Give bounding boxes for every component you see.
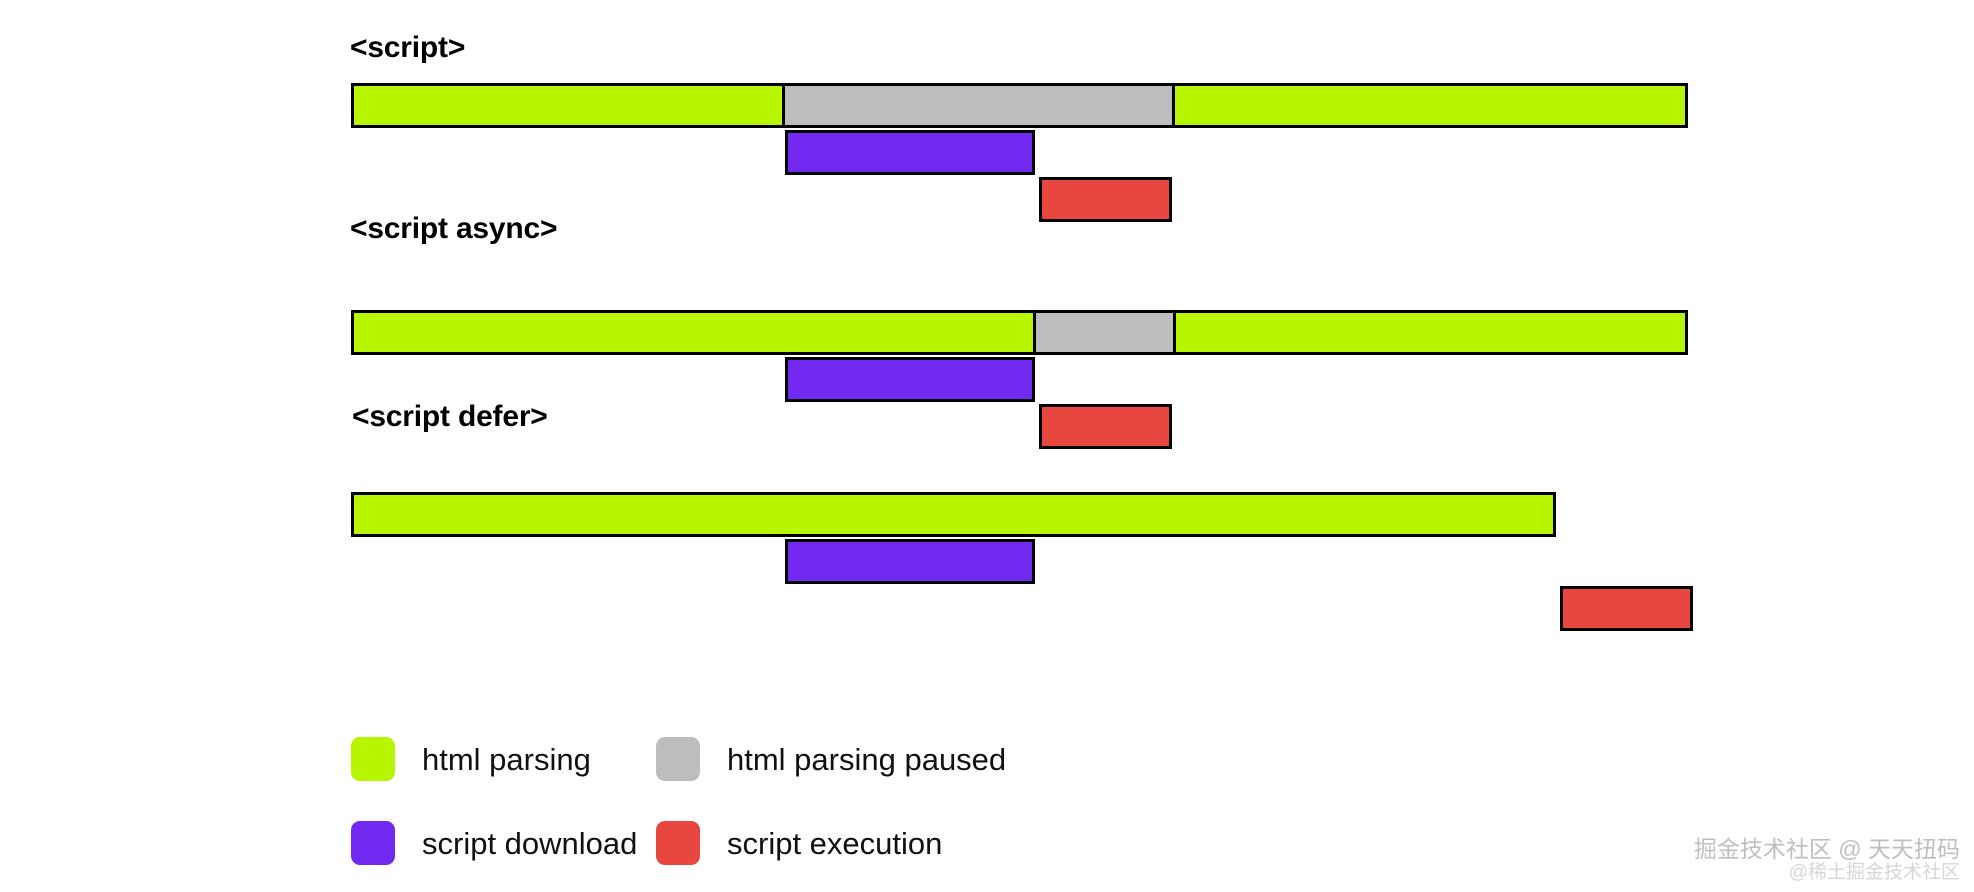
- legend-item-script-download: script download: [351, 821, 637, 865]
- legend-swatch-html-parsing-paused-icon: [656, 737, 700, 781]
- row-label-script-async: <script async>: [350, 212, 558, 245]
- legend-swatch-script-execution-icon: [656, 821, 700, 865]
- bar-script-download-script: [785, 130, 1035, 175]
- legend-item-html-parsing: html parsing: [351, 737, 591, 781]
- segment-html-parsing: [351, 83, 782, 128]
- bar-script-download-script-async: [785, 357, 1035, 402]
- legend-item-script-execution: script execution: [656, 821, 942, 865]
- legend-label-script-download: script download: [422, 825, 638, 861]
- row-label-script: <script>: [350, 31, 466, 64]
- segment-html-parsing: [351, 310, 1033, 355]
- legend-label-html-parsing-paused: html parsing paused: [727, 741, 1007, 777]
- legend-item-html-parsing-paused: html parsing paused: [656, 737, 1006, 781]
- segment-html-parsing-paused: [782, 83, 1172, 128]
- row-label-script-defer: <script defer>: [352, 400, 548, 433]
- watermark-line-secondary: @稀土掘金技术社区: [1788, 862, 1960, 884]
- legend-label-html-parsing: html parsing: [422, 741, 591, 777]
- segment-html-parsing-paused: [1033, 310, 1173, 355]
- legend-swatch-html-parsing-icon: [351, 737, 395, 781]
- legend-label-script-execution: script execution: [727, 825, 943, 861]
- watermark: 掘金技术社区 @ 天天扭码 @稀土掘金技术社区: [1694, 836, 1960, 884]
- legend-swatch-script-download-icon: [351, 821, 395, 865]
- segment-html-parsing: [351, 492, 1556, 537]
- segment-html-parsing: [1173, 310, 1688, 355]
- bar-script-execution-script: [1039, 177, 1172, 222]
- bar-script-execution-script-async: [1039, 404, 1172, 449]
- watermark-line-primary: 掘金技术社区 @ 天天扭码: [1693, 835, 1960, 862]
- bar-script-execution-script-defer: [1560, 586, 1693, 631]
- bar-script-download-script-defer: [785, 539, 1035, 584]
- segment-html-parsing: [1172, 83, 1688, 128]
